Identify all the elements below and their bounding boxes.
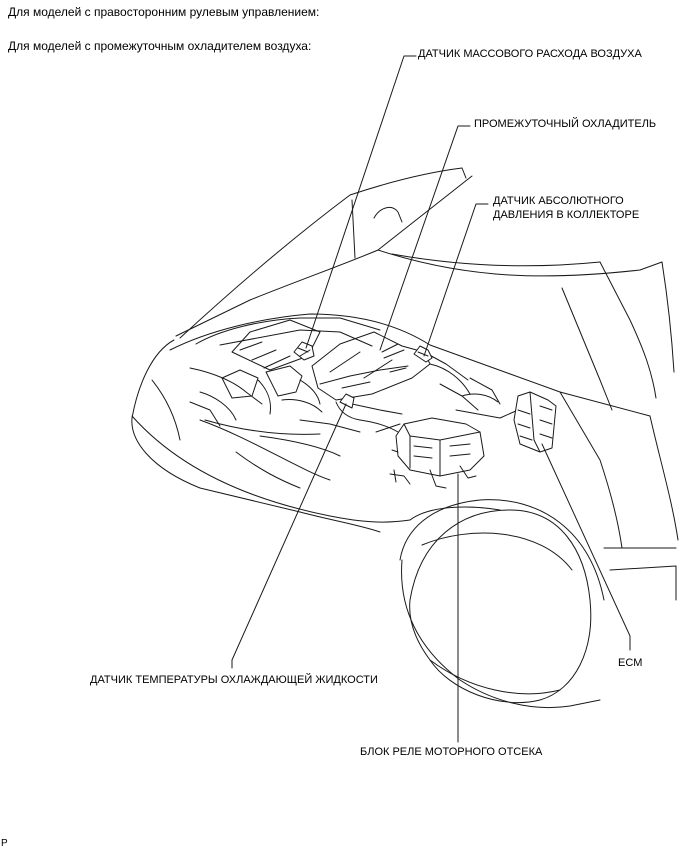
engine-compartment	[189, 317, 519, 457]
hood	[175, 167, 473, 339]
note-intercooler-models: Для моделей с промежуточным охладителем …	[8, 39, 312, 53]
corner-mark: P	[1, 838, 8, 849]
windshield	[377, 249, 675, 411]
maf-sensor-part	[293, 341, 315, 361]
label-map-sensor: ДАТЧИК АБСОЛЮТНОГО ДАВЛЕНИЯ В КОЛЛЕКТОРЕ	[493, 194, 639, 222]
leader-lines	[231, 55, 631, 743]
label-intercooler: ПРОМЕЖУТОЧНЫЙ ОХЛАДИТЕЛЬ	[474, 118, 657, 130]
label-maf-sensor: ДАТЧИК МАССОВОГО РАСХОДА ВОЗДУХА	[418, 48, 642, 60]
label-map-sensor-line2: ДАВЛЕНИЯ В КОЛЛЕКТОРЕ	[493, 209, 640, 221]
car-body	[131, 313, 679, 601]
front-wheel	[399, 499, 605, 709]
ecm-part	[513, 391, 557, 453]
label-ecm: ECM	[618, 657, 643, 669]
label-relay-block: БЛОК РЕЛЕ МОТОРНОГО ОТСЕКА	[360, 746, 543, 758]
note-rhd-models: Для моделей с правосторонним рулевым упр…	[8, 5, 320, 19]
map-sensor-part	[413, 345, 433, 363]
label-ect-sensor: ДАТЧИК ТЕМПЕРАТУРЫ ОХЛАЖДАЮЩЕЙ ЖИДКОСТИ	[90, 674, 378, 686]
ect-sensor-part	[339, 393, 355, 409]
label-map-sensor-line1: ДАТЧИК АБСОЛЮТНОГО	[493, 195, 624, 207]
relay-block-part	[389, 417, 485, 489]
